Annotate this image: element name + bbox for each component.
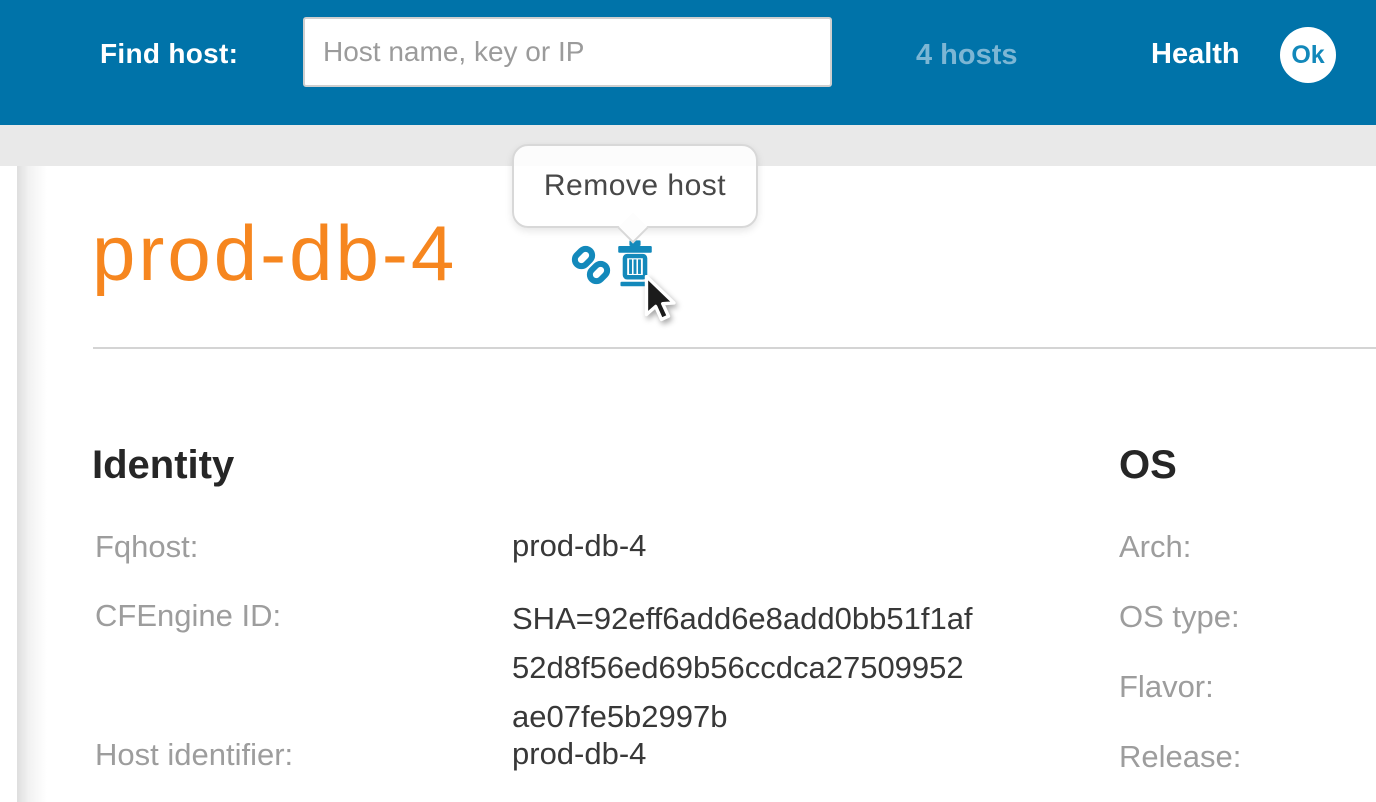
os-heading: OS [1119,443,1177,487]
cfengine-id-value-line: SHA=92eff6add6e8add0bb51f1af [512,601,973,636]
release-label: Release: [1119,739,1242,774]
section-divider [93,347,1376,349]
host-title: prod-db-4 [92,209,458,297]
host-identifier-value: prod-db-4 [512,736,647,771]
link-icon [571,245,611,285]
cfengine-id-value-line: ae07fe5b2997b [512,699,728,734]
health-menu-label[interactable]: Health [1151,38,1240,70]
health-status-badge[interactable]: Ok [1280,27,1336,83]
remove-host-button[interactable] [616,240,654,290]
hosts-count-link[interactable]: 4 hosts [916,39,1018,71]
host-search-input[interactable] [303,17,832,87]
identity-heading: Identity [92,443,235,487]
tooltip-text: Remove host [543,169,727,202]
host-identifier-label: Host identifier: [95,737,294,772]
fqhost-label: Fqhost: [95,529,199,564]
cfengine-id-value: SHA=92eff6add6e8add0bb51f1af 52d8f56ed69… [512,594,973,741]
mouse-cursor [644,275,676,322]
flavor-label: Flavor: [1119,669,1214,704]
fqhost-value: prod-db-4 [512,528,647,563]
cfengine-id-label: CFEngine ID: [95,598,282,633]
os-type-label: OS type: [1119,599,1240,634]
find-host-label: Find host: [100,38,239,69]
cfengine-id-value-line: 52d8f56ed69b56ccdca27509952 [512,650,964,685]
trash-icon [618,240,652,287]
host-link-button[interactable] [571,245,611,285]
remove-host-tooltip: Remove host [512,144,758,244]
top-navbar: Find host: 4 hosts Health Ok [0,0,1376,125]
arch-label: Arch: [1119,529,1192,564]
content-panel [17,166,1376,802]
